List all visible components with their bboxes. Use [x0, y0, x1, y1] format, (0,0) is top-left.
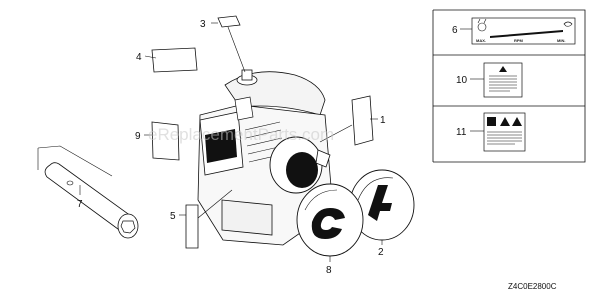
callout-5: 5: [170, 211, 176, 222]
wrench-hex-opening: [120, 220, 136, 234]
throttle-rpm-label: RPM: [514, 38, 524, 43]
leader-4: [144, 55, 157, 59]
diagram-code: Z4C0E2800C: [508, 282, 557, 291]
decal-4-shape: [151, 47, 198, 73]
part-9-decal[interactable]: [151, 121, 180, 161]
cooling-fin: [245, 129, 282, 139]
cooling-fin: [244, 121, 281, 131]
part-5-decal[interactable]: [185, 204, 199, 249]
part-4-decal[interactable]: [151, 47, 198, 73]
leader-5b: [197, 189, 233, 219]
pictogram-book-icon: [487, 117, 496, 126]
watermark: eReplacementParts.com: [148, 125, 334, 144]
warning-triangle-icon: [499, 66, 507, 72]
part-11-warning-label[interactable]: [483, 112, 526, 152]
wrench-bracket-top: [37, 145, 113, 177]
decal-9-shape: [151, 121, 180, 161]
callout-11: 11: [456, 127, 467, 138]
round-decal-8-outline: [296, 183, 364, 257]
callout-9: 9: [135, 131, 141, 142]
leader-1b: [319, 124, 353, 143]
air-cleaner-element: [205, 129, 237, 163]
part-6-throttle-decal[interactable]: MAX. RPM MIN.: [471, 17, 576, 45]
starter-grip: [315, 149, 331, 168]
part-10-caution-label[interactable]: [483, 62, 523, 98]
callout-6: 6: [452, 25, 458, 36]
part-7-spark-plug-wrench[interactable]: [37, 145, 139, 239]
callout-3: 3: [200, 19, 206, 30]
round-decal-8-arc: [304, 189, 338, 211]
decal-1-shape: [351, 95, 374, 146]
recoil-starter-cover: [286, 152, 318, 188]
part-1-decal[interactable]: [351, 95, 374, 146]
callout-7: 7: [77, 199, 83, 210]
round-decal-2-graphic: [368, 185, 392, 221]
wrench-hole: [66, 180, 74, 186]
pictogram-fire-icon: [500, 117, 510, 126]
rabbit-ears-icon: [477, 18, 487, 24]
callout-4: 4: [136, 52, 142, 63]
throttle-wedge-icon: [490, 30, 563, 38]
decal-5-shape: [185, 204, 199, 249]
cooling-fin: [246, 137, 283, 147]
throttle-max-label: MAX.: [476, 38, 486, 43]
part-3-decal[interactable]: [217, 15, 241, 28]
round-decal-8-graphic: [311, 208, 345, 239]
turtle-icon: [563, 21, 573, 27]
round-decal-2-arc: [357, 177, 394, 201]
part-8-round-decal[interactable]: [296, 183, 364, 257]
box-frame: [433, 9, 586, 163]
throttle-min-label: MIN.: [557, 38, 565, 43]
fuel-cap-knob: [241, 69, 253, 81]
pictogram-fumes-icon: [512, 117, 522, 126]
rabbit-icon: [477, 22, 487, 32]
wrench-socket-end: [117, 213, 139, 239]
choke-lever: [234, 96, 254, 121]
leader-3b: [227, 26, 246, 73]
engine-base: [221, 199, 273, 236]
callout-8: 8: [326, 265, 332, 276]
callout-2: 2: [378, 247, 384, 258]
label-box-group: [432, 9, 586, 163]
callout-10: 10: [456, 75, 468, 86]
callout-1: 1: [380, 115, 386, 126]
decal-3-shape: [217, 15, 241, 28]
